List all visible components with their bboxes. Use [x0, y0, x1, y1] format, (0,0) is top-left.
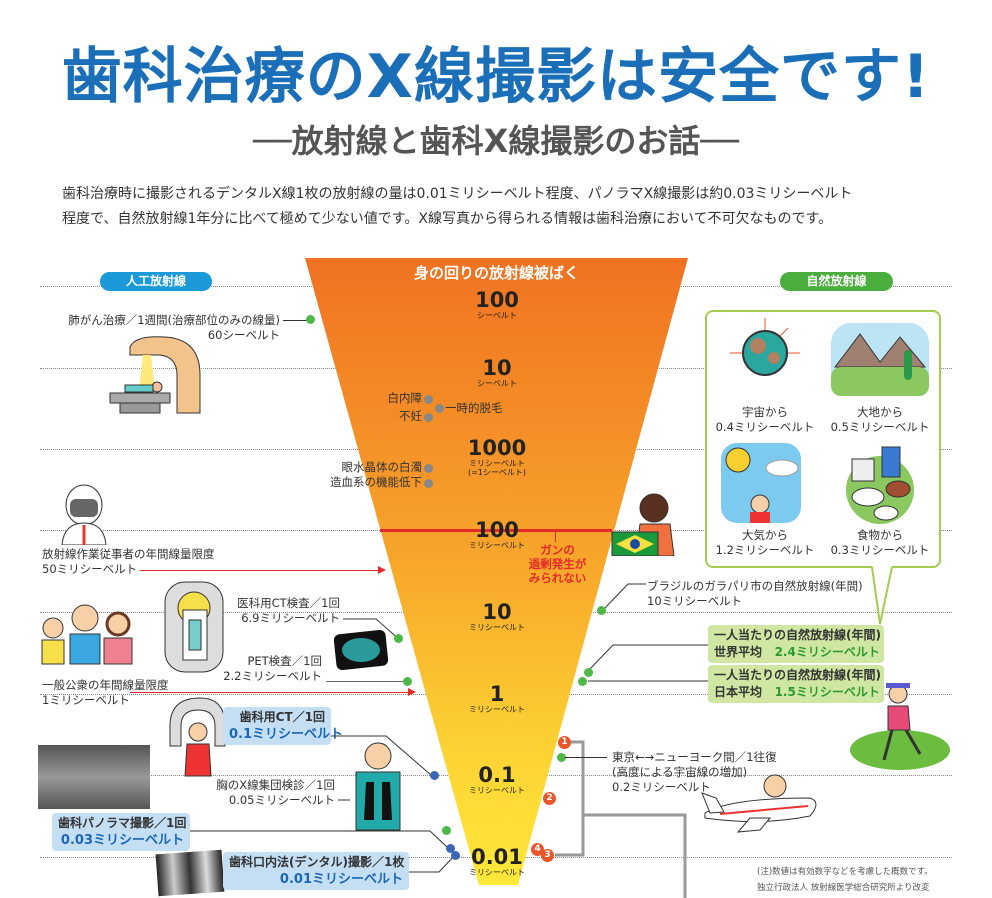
marker-dot	[442, 826, 451, 835]
item-medical-ct: 医科用CT検査／1回 6.9ミリシーベルト	[237, 596, 340, 625]
footnote: (注)数値は有効数字などを考慮した概数です。	[757, 867, 933, 877]
marker-dot	[557, 753, 566, 762]
leader-line	[190, 830, 449, 849]
item-dental-panoramic: 歯科パノラマ撮影／1回 0.03ミリシーベルト	[52, 813, 190, 851]
dental-ct-illustration	[169, 697, 226, 777]
ct-scanner-illustration	[164, 581, 224, 673]
item-flight: 東京←→ニューヨーク間／1往復 (高度による宇宙線の増加) 0.2ミリシーベルト	[612, 750, 777, 794]
item-pet: PET検査／1回 2.2ミリシーベルト	[223, 654, 322, 683]
leader-line	[565, 757, 607, 758]
item-dental-intraoral: 歯科口内法(デンタル)撮影／1枚 0.01ミリシーベルト	[223, 852, 409, 890]
marker-2: 2	[543, 792, 556, 805]
leader-line	[338, 799, 350, 801]
leader-line	[409, 855, 455, 873]
pet-scan-image	[333, 630, 389, 670]
page-subtitle: ──放射線と歯科X線撮影のお話──	[253, 122, 739, 160]
item-world-average: 一人当たりの自然放射線(年間) 世界平均 2.4ミリシーベルト	[708, 625, 884, 663]
natural-radiation-badge: 自然放射線	[780, 272, 893, 291]
effect-label: 白内障	[387, 391, 423, 405]
leader-line	[587, 644, 708, 682]
item-public-limit: 一般公衆の年間線量限度 1ミリシーベルト	[42, 678, 169, 707]
arrow-right-icon	[378, 566, 386, 574]
marker-dot	[446, 844, 455, 853]
effect-dot	[424, 479, 433, 488]
item-guarapari: ブラジルのガラパリ市の自然放射線(年間) 10ミリシーベルト	[647, 579, 863, 608]
earth-illustration	[831, 323, 929, 396]
item-japan-average: 一人当たりの自然放射線(年間) 日本平均 1.5ミリシーベルト	[708, 665, 884, 703]
effect-dot	[435, 404, 444, 413]
marker-dot	[306, 315, 315, 324]
marker-dot	[584, 668, 593, 677]
effect-dot	[424, 413, 433, 422]
cancer-threshold-line	[380, 529, 612, 532]
marker-4: 4	[531, 843, 544, 856]
marker-dot	[597, 606, 606, 615]
effect-dot	[424, 395, 433, 404]
arrow-right-icon	[408, 688, 416, 696]
leader-line	[331, 735, 432, 776]
marker-1: 1	[558, 736, 571, 749]
cosmic-illustration	[730, 318, 800, 376]
arrow-line	[140, 570, 380, 571]
marker-dot	[403, 677, 412, 686]
dental-xray-image	[155, 849, 225, 897]
air-illustration	[721, 443, 801, 523]
effect-dot	[424, 464, 433, 473]
effect-label: 一時的脱毛	[445, 401, 503, 415]
leader-line	[283, 320, 310, 321]
item-worker-limit: 放射線作業従事者の年間線量限度 50ミリシーベルト	[42, 547, 215, 576]
food-illustration	[846, 446, 914, 524]
radiotherapy-illustration	[109, 336, 201, 414]
cancer-note: ガンの 過剰発生が みられない	[528, 543, 587, 585]
effect-label: 不妊	[399, 409, 422, 423]
marker-3: 3	[541, 849, 554, 862]
marker-dot	[451, 851, 460, 860]
source-credit: 独立行政法人 放射線医学総合研究所より改変	[757, 883, 930, 893]
leader-line	[603, 583, 646, 610]
leader-line	[343, 618, 401, 641]
intro-line: 歯科治療時に撮影されるデンタルX線1枚の放射線の量は0.01ミリシーベルト程度、…	[62, 186, 853, 202]
panoramic-xray-image	[38, 745, 150, 809]
item-dental-ct: 歯科用CT／1回 0.1ミリシーベルト	[223, 707, 343, 745]
arrow-down-icon	[555, 532, 556, 542]
marker-dot	[578, 677, 587, 686]
marker-dot	[430, 771, 439, 780]
leader-line	[326, 681, 406, 682]
airplane-illustration	[701, 774, 817, 833]
bracket-lines	[555, 740, 687, 898]
intro-text: 歯科治療時に撮影されるデンタルX線1枚の放射線の量は0.01ミリシーベルト程度、…	[62, 182, 942, 232]
funnel-title: 身の回りの放射線被ばく	[413, 264, 579, 282]
worker-illustration	[61, 484, 107, 545]
brazil-man-illustration	[611, 493, 675, 556]
effect-label: 眼水晶体の白濁	[341, 460, 423, 474]
chest-xray-illustration	[355, 742, 401, 831]
arrow-line	[130, 692, 410, 693]
runner-illustration	[850, 683, 950, 770]
item-chest-xray: 胸のX線集団検診／1回 0.05ミリシーベルト	[216, 778, 335, 807]
marker-dot	[394, 634, 403, 643]
effect-label: 造血系の機能低下	[330, 475, 422, 489]
family-illustration	[41, 604, 133, 665]
item-lung-cancer: 肺がん治療／1週間(治療部位のみの線量) 60シーベルト	[68, 313, 280, 342]
page-title: 歯科治療のX線撮影は安全です!	[61, 42, 931, 112]
panel-tail	[871, 566, 893, 625]
artificial-radiation-badge: 人工放射線	[100, 272, 212, 291]
intro-line: 程度で、自然放射線1年分に比べて極めて少ない値です。X線写真から得られる情報は歯…	[62, 211, 833, 227]
